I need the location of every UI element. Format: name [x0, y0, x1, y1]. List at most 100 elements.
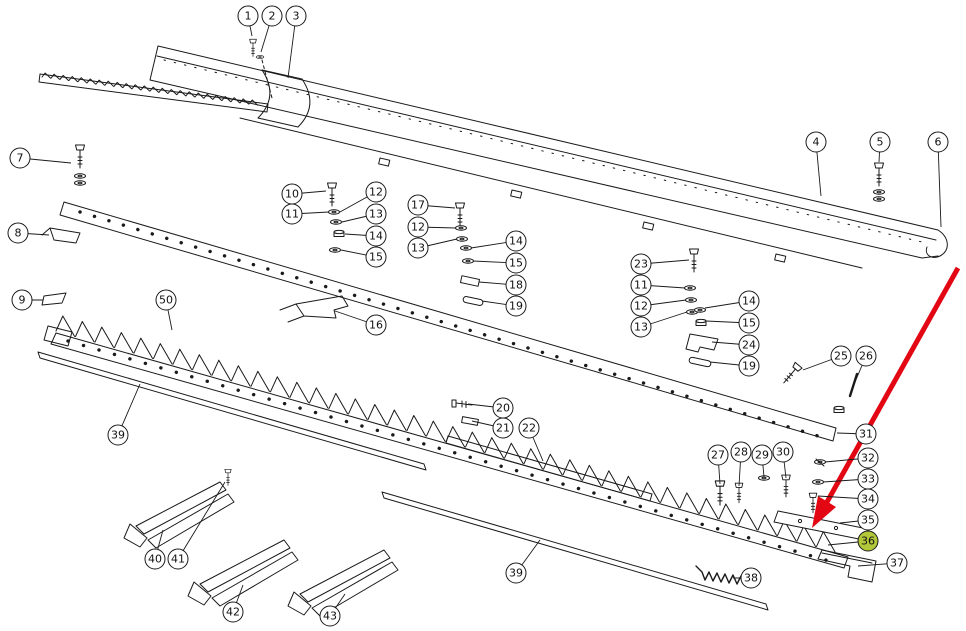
callout-23: 23	[630, 253, 652, 275]
svg-text:19: 19	[742, 360, 756, 373]
svg-text:23: 23	[634, 258, 648, 271]
svg-text:6: 6	[935, 136, 942, 149]
svg-text:15: 15	[509, 257, 523, 270]
clip-part21	[461, 416, 479, 426]
bracket-part37	[817, 549, 877, 583]
callout-37: 37	[886, 552, 908, 574]
callout-13: 13	[365, 203, 387, 225]
bolt-part28	[734, 482, 744, 504]
bolt-part27	[714, 480, 726, 506]
svg-text:17: 17	[411, 199, 425, 212]
svg-text:27: 27	[711, 449, 725, 462]
svg-text:14: 14	[369, 230, 383, 243]
callout-22: 22	[518, 417, 540, 439]
svg-text:1: 1	[245, 10, 252, 23]
back-bars	[37, 351, 769, 611]
knife-back-rail	[59, 201, 837, 442]
bolt-part30	[781, 474, 791, 498]
svg-text:16: 16	[369, 319, 383, 332]
callout-12: 12	[630, 295, 652, 317]
callout-11: 11	[630, 274, 652, 296]
callout-15: 15	[505, 252, 527, 274]
svg-text:21: 21	[496, 422, 510, 435]
callout-27: 27	[707, 444, 729, 466]
knife-teeth	[55, 315, 836, 553]
small-fittings	[41, 227, 877, 587]
callout-26: 26	[855, 345, 877, 367]
svg-text:39: 39	[111, 429, 125, 442]
svg-text:18: 18	[509, 279, 523, 292]
svg-text:26: 26	[859, 350, 873, 363]
callout-24: 24	[738, 334, 760, 356]
callout-1: 1	[237, 5, 259, 27]
serrated-strip-teeth	[41, 72, 259, 106]
link-part19	[462, 296, 484, 306]
callout-15: 15	[365, 246, 387, 268]
callout-20: 20	[492, 397, 514, 419]
screw-part20	[451, 399, 473, 408]
screw-part1	[249, 38, 257, 57]
clip-part18	[459, 275, 481, 287]
svg-text:30: 30	[776, 446, 790, 459]
svg-text:50: 50	[159, 294, 173, 307]
callout-39: 39	[505, 562, 527, 584]
hold-down-clamps	[123, 468, 399, 617]
svg-text:35: 35	[861, 514, 875, 527]
bolt-part17	[455, 202, 465, 227]
svg-text:2: 2	[269, 10, 276, 23]
callout-21: 21	[492, 417, 514, 439]
svg-text:3: 3	[293, 10, 300, 23]
svg-text:41: 41	[171, 553, 185, 566]
callout-3: 3	[285, 5, 307, 27]
svg-text:15: 15	[369, 251, 383, 264]
callout-34: 34	[857, 488, 879, 510]
callout-50: 50	[155, 289, 177, 311]
callout-31: 31	[855, 423, 877, 445]
callout-9: 9	[11, 289, 33, 311]
knife-head-clip-part16	[279, 295, 349, 323]
clamp-2	[187, 539, 299, 607]
link-part19b	[688, 356, 712, 368]
svg-text:28: 28	[734, 446, 748, 459]
callout-5: 5	[869, 131, 891, 153]
clamp-3	[287, 549, 399, 617]
callout-14: 14	[365, 225, 387, 247]
svg-text:29: 29	[755, 449, 769, 462]
svg-text:22: 22	[522, 422, 536, 435]
callout-36-highlighted: 36	[857, 530, 879, 552]
washer-part33	[812, 479, 824, 485]
cover-piece	[257, 69, 271, 119]
callout-13: 13	[630, 316, 652, 338]
callout-33: 33	[857, 468, 879, 490]
bolt-part10	[327, 182, 337, 207]
svg-text:15: 15	[742, 317, 756, 330]
callout-15: 15	[738, 312, 760, 334]
serrated-strip	[38, 73, 269, 113]
callout-32: 32	[857, 447, 879, 469]
bracket-part24	[685, 333, 719, 353]
svg-text:31: 31	[859, 428, 873, 441]
bolt-part7	[75, 144, 85, 169]
svg-text:12: 12	[411, 221, 425, 234]
svg-text:13: 13	[369, 208, 383, 221]
callout-14: 14	[505, 230, 527, 252]
bolt-part5	[874, 162, 884, 187]
svg-text:32: 32	[861, 452, 875, 465]
callout-30: 30	[772, 441, 794, 463]
svg-text:9: 9	[19, 294, 26, 307]
callout-10: 10	[281, 183, 303, 205]
callout-42: 42	[222, 601, 244, 623]
spring-part38	[695, 565, 751, 587]
callout-14: 14	[738, 290, 760, 312]
callout-39: 39	[107, 424, 129, 446]
callout-12: 12	[407, 216, 429, 238]
svg-text:38: 38	[744, 572, 758, 585]
svg-text:14: 14	[742, 295, 756, 308]
back-bar-lower	[381, 491, 769, 611]
callout-29: 29	[751, 444, 773, 466]
svg-text:12: 12	[369, 186, 383, 199]
svg-text:40: 40	[148, 553, 162, 566]
